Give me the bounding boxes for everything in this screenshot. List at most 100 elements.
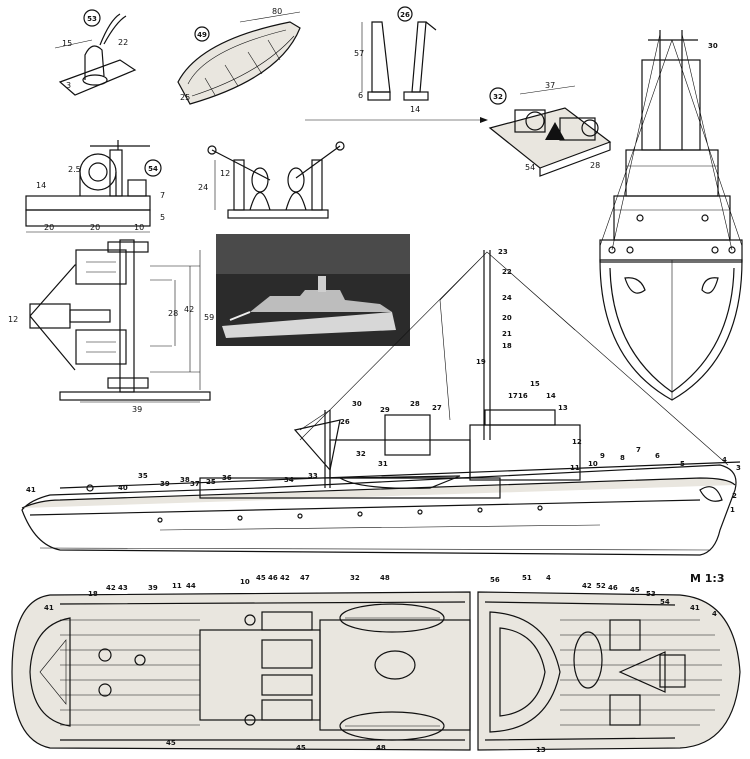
part-label: 18 bbox=[502, 342, 512, 350]
part-label: 41 bbox=[44, 604, 54, 612]
part-label: 7 bbox=[636, 446, 641, 454]
portholes bbox=[608, 214, 736, 254]
part-label: 11 bbox=[172, 582, 182, 590]
part-label: 48 bbox=[376, 744, 386, 752]
dim-label: 5 bbox=[160, 213, 165, 222]
part-label: 45 bbox=[166, 739, 176, 747]
part-label: 24 bbox=[502, 294, 512, 302]
detail-number: 49 bbox=[197, 31, 207, 39]
part-label: 41 bbox=[690, 604, 700, 612]
detail-number: 54 bbox=[148, 165, 158, 173]
dim-label: 12 bbox=[220, 169, 230, 178]
part-label: 27 bbox=[432, 404, 442, 412]
part-label: 48 bbox=[380, 574, 390, 582]
part-label: 10 bbox=[240, 578, 250, 586]
part-label: 39 bbox=[148, 584, 158, 592]
detail-53-winch: 53 15 22 3 bbox=[54, 9, 137, 96]
ship-photo bbox=[216, 234, 410, 346]
part-label: 44 bbox=[186, 582, 196, 590]
part-label: 1 bbox=[730, 506, 735, 514]
part-label: 45 bbox=[296, 744, 306, 752]
dim-label: 20 bbox=[44, 223, 54, 232]
part-label: 16 bbox=[518, 392, 528, 400]
deck-grates bbox=[261, 611, 313, 721]
part-label: 45 bbox=[256, 574, 266, 582]
detail-49-boat: 49 80 25 bbox=[177, 7, 301, 105]
part-label: 26 bbox=[340, 418, 350, 426]
part-label: 29 bbox=[380, 406, 390, 414]
part-label: 4 bbox=[546, 574, 551, 582]
part-label: 13 bbox=[558, 404, 568, 412]
part-label: 15 bbox=[530, 380, 540, 388]
part-label: 25 bbox=[206, 478, 216, 486]
part-label: 3 bbox=[736, 464, 741, 472]
dim-label: 80 bbox=[272, 7, 282, 16]
part-label: 30 bbox=[708, 42, 718, 50]
bow-view: 30 bbox=[599, 30, 743, 401]
part-label: 6 bbox=[655, 452, 660, 460]
part-label: 5 bbox=[680, 460, 685, 468]
part-label: 30 bbox=[352, 400, 362, 408]
detail-number: 26 bbox=[400, 11, 410, 19]
part-label: 18 bbox=[88, 590, 98, 598]
dim-label: 10 bbox=[134, 223, 144, 232]
detail-number: 53 bbox=[87, 15, 97, 23]
part-label: 43 bbox=[118, 584, 128, 592]
part-label: 42 bbox=[280, 574, 290, 582]
part-label: 42 bbox=[582, 582, 592, 590]
part-label: 14 bbox=[546, 392, 556, 400]
part-label: 33 bbox=[308, 472, 318, 480]
part-label: 21 bbox=[502, 330, 512, 338]
dim-label: 42 bbox=[184, 305, 194, 314]
dim-label: 2.5 bbox=[68, 165, 81, 174]
part-label: 54 bbox=[660, 598, 670, 606]
part-label: 51 bbox=[522, 574, 532, 582]
part-label: 46 bbox=[608, 584, 618, 592]
part-label: 31 bbox=[378, 460, 388, 468]
part-label: 36 bbox=[222, 474, 232, 482]
dim-label: 28 bbox=[168, 309, 178, 318]
part-label: 11 bbox=[570, 464, 580, 472]
part-label: 39 bbox=[160, 480, 170, 488]
part-label: 12 bbox=[572, 438, 582, 446]
part-label: 4 bbox=[712, 610, 717, 618]
part-label: 17 bbox=[508, 392, 518, 400]
part-label: 4 bbox=[722, 456, 727, 464]
dim-label: 54 bbox=[525, 163, 535, 172]
part-label: 35 bbox=[138, 472, 148, 480]
part-label: 13 bbox=[536, 746, 546, 754]
dim-label: 20 bbox=[90, 223, 100, 232]
dim-label: 3 bbox=[66, 81, 71, 90]
part-label: 37 bbox=[190, 480, 200, 488]
part-label: 45 bbox=[630, 586, 640, 594]
dim-label: 6 bbox=[358, 91, 363, 100]
part-label: 28 bbox=[410, 400, 420, 408]
part-label: 19 bbox=[476, 358, 486, 366]
part-label: 20 bbox=[502, 314, 512, 322]
dim-label: 14 bbox=[410, 105, 420, 114]
part-label: 46 bbox=[268, 574, 278, 582]
detail-54-bitts: 54 14 2.5 20 20 10 7 5 bbox=[25, 140, 165, 233]
dim-label: 22 bbox=[118, 38, 128, 47]
profile-view: 1 2 3 4 5 6 7 8 9 10 11 12 13 14 15 16 1… bbox=[21, 248, 741, 556]
part-label: 2 bbox=[732, 492, 737, 500]
part-label: 47 bbox=[300, 574, 310, 582]
dim-label: 59 bbox=[204, 313, 214, 322]
part-label: 34 bbox=[284, 476, 294, 484]
dim-label: 57 bbox=[354, 49, 364, 58]
detail-32-winch: 32 37 54 28 bbox=[488, 81, 612, 177]
dim-label: 39 bbox=[132, 405, 142, 414]
part-label: 32 bbox=[350, 574, 360, 582]
detail-windlass-plan: 28 42 59 12 39 bbox=[8, 239, 214, 414]
part-label: 23 bbox=[498, 248, 508, 256]
part-label: 52 bbox=[596, 582, 606, 590]
part-label: 38 bbox=[180, 476, 190, 484]
dim-label: 7 bbox=[160, 191, 165, 200]
scale-label: М 1:3 bbox=[690, 572, 724, 585]
dim-label: 14 bbox=[36, 181, 46, 190]
part-label: 10 bbox=[588, 460, 598, 468]
dim-label: 37 bbox=[545, 81, 555, 90]
part-label: 22 bbox=[502, 268, 512, 276]
dim-label: 15 bbox=[62, 39, 72, 48]
